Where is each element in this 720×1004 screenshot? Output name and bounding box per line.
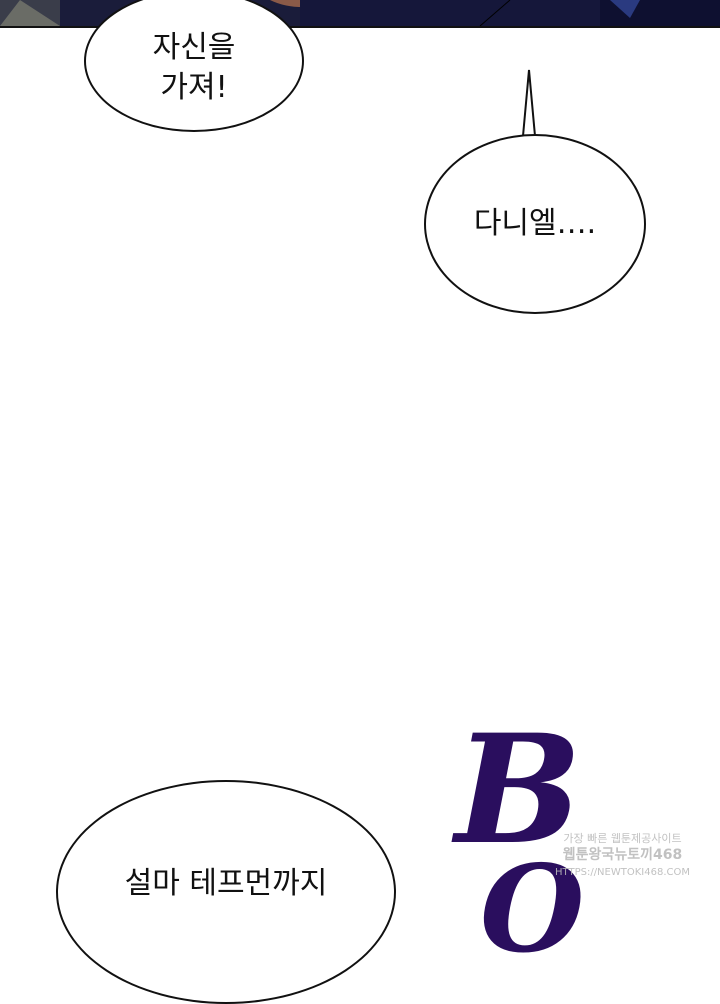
bubble-text: 다니엘…. bbox=[473, 206, 597, 241]
watermark-line2: 웹툰왕국뉴토끼468 bbox=[562, 847, 683, 863]
top-panel-artwork bbox=[0, 0, 720, 28]
watermark: 가장 빠른 웹툰제공사이트 웹툰왕국뉴토끼468 HTTPS://NEWTOKI… bbox=[555, 830, 690, 881]
watermark-line3: HTTPS://NEWTOKI468.COM bbox=[555, 867, 690, 878]
bubble-text-line2: 가져! bbox=[160, 70, 228, 105]
panel-illustration bbox=[0, 0, 720, 26]
sound-effect-letter-b: B bbox=[455, 702, 582, 878]
bubble-text: 설마 테프먼까지 bbox=[124, 866, 328, 901]
speech-bubble-1: 자신을 가져! bbox=[84, 0, 304, 132]
speech-bubble-2: 다니엘…. bbox=[424, 134, 646, 314]
watermark-line1: 가장 빠른 웹툰제공사이트 bbox=[563, 832, 682, 845]
bubble-text-line1: 자신을 bbox=[152, 30, 236, 65]
speech-bubble-3: 설마 테프먼까지 bbox=[56, 780, 396, 1004]
